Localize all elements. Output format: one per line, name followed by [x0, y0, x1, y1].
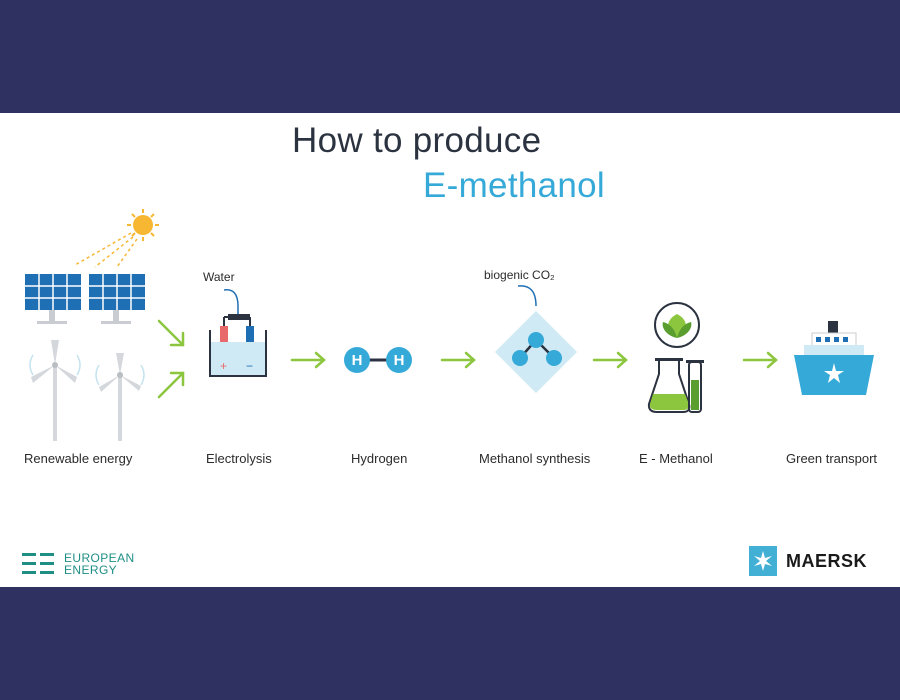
- arrow-icon: [742, 351, 778, 369]
- step-label-renewable-energy: Renewable energy: [24, 451, 133, 466]
- maersk-star-icon: [749, 546, 777, 576]
- solar-panel-icon: [25, 274, 145, 324]
- biogenic-co2-label: biogenic CO₂: [484, 268, 555, 282]
- renewable-energy-icon: [25, 209, 159, 441]
- step-label-hydrogen: Hydrogen: [351, 451, 408, 466]
- arrow-icon: [290, 351, 326, 369]
- ship-icon: [794, 321, 874, 395]
- title-line-2: E-methanol: [423, 166, 605, 205]
- sun-icon: [74, 209, 159, 268]
- step-label-methanol-synthesis: Methanol synthesis: [479, 451, 591, 466]
- content-panel: [0, 113, 900, 587]
- e-methanol-flask-icon: [647, 302, 704, 413]
- step-label-e-methanol: E - Methanol: [639, 451, 713, 466]
- water-label: Water: [203, 270, 235, 284]
- hydrogen-atom-label: H: [352, 352, 363, 369]
- leaf-icon: [654, 302, 700, 348]
- hydrogen-molecule-icon: H H: [344, 347, 412, 373]
- arrow-icon: [440, 351, 476, 369]
- electrolysis-icon: + −: [209, 289, 267, 377]
- maersk-logo: MAERSK: [749, 546, 867, 576]
- arrow-icon: [592, 351, 628, 369]
- plus-sign: +: [220, 359, 227, 373]
- wind-turbine-icon: [31, 340, 141, 441]
- european-energy-logo-line1: EUROPEAN: [64, 551, 135, 565]
- arrow-icon: [157, 319, 185, 399]
- minus-sign: −: [246, 359, 253, 373]
- step-label-green-transport: Green transport: [786, 451, 878, 466]
- european-energy-logo: EUROPEAN ENERGY: [22, 552, 135, 576]
- european-energy-logo-line2: ENERGY: [64, 563, 118, 577]
- hydrogen-atom-label: H: [394, 352, 405, 369]
- methanol-synthesis-icon: [494, 285, 578, 394]
- title-line-1: How to produce: [292, 121, 542, 160]
- european-energy-logo-icon: [22, 553, 54, 574]
- maersk-logo-text: MAERSK: [786, 550, 868, 571]
- step-label-electrolysis: Electrolysis: [206, 451, 272, 466]
